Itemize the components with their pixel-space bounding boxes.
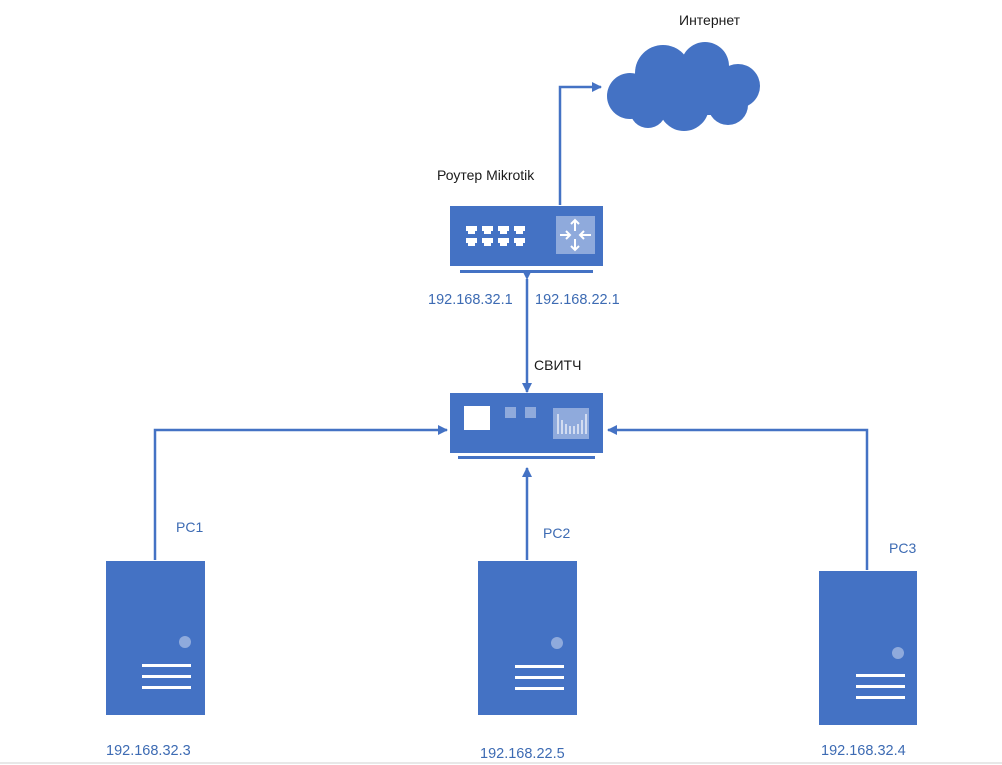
ethernet-port-icons: [466, 226, 525, 246]
server-tower-icon: [819, 571, 917, 725]
router-internet-link: [558, 82, 602, 205]
pc3-label: PC3: [889, 540, 917, 556]
cloud-icon: [607, 42, 760, 131]
pc3-switch-link: [607, 425, 869, 570]
router-icon: [450, 206, 603, 273]
server-tower-icon: [478, 561, 577, 715]
router-ip-right: 192.168.22.1: [535, 292, 620, 308]
internet-label: Интернет: [679, 12, 741, 28]
server-tower-icon: [106, 561, 205, 715]
router-label: Роутер Mikrotik: [437, 167, 535, 183]
router-ip-left: 192.168.32.1: [428, 292, 513, 308]
switch-icon: [450, 393, 603, 459]
pc2-ip: 192.168.22.5: [480, 746, 565, 762]
pc2-label: PC2: [543, 525, 571, 541]
routing-arrows-icon: [556, 216, 595, 254]
pc1-label: PC1: [176, 519, 204, 535]
pc1-ip: 192.168.32.3: [106, 743, 191, 759]
switch-label: СВИТЧ: [534, 357, 582, 373]
pc3-ip: 192.168.32.4: [821, 743, 906, 759]
pc1-switch-link: [153, 425, 448, 560]
